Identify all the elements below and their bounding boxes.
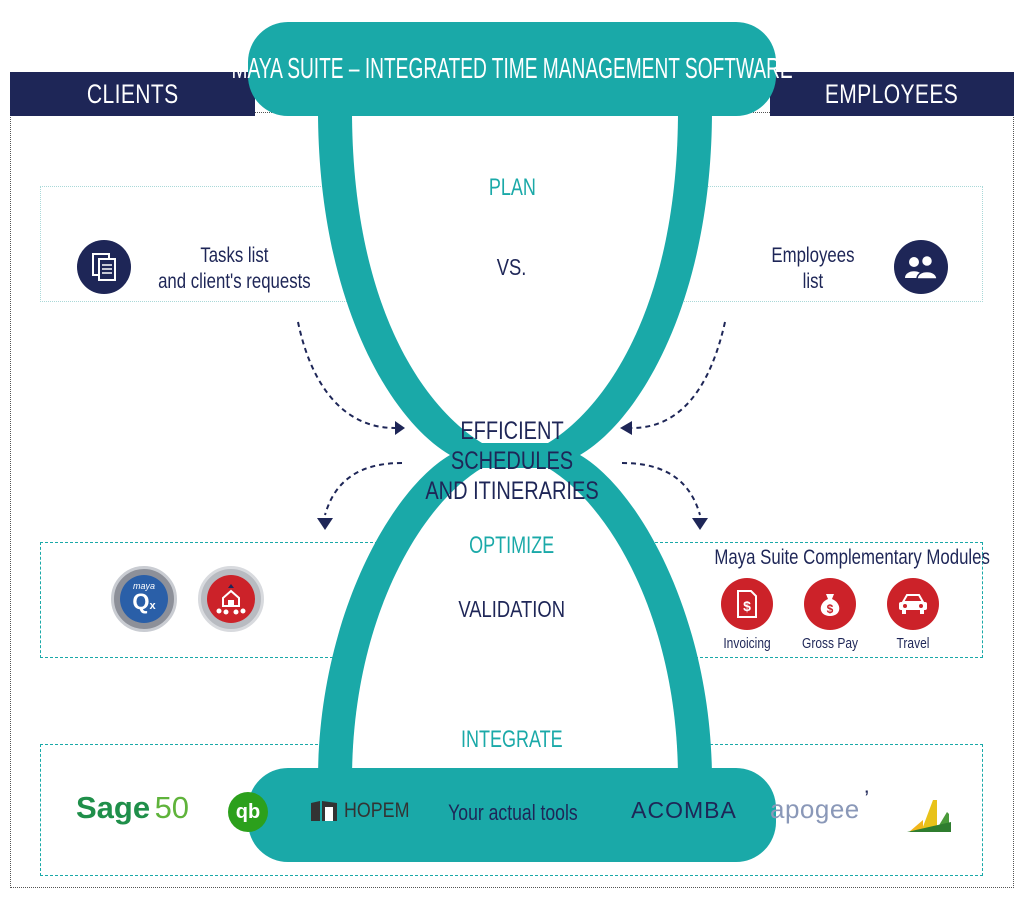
- maya-qx-inner: maya Qx: [120, 575, 168, 623]
- hopem-mark-icon: [311, 801, 337, 821]
- tasks-text-wrap: Tasks list and client's requests: [130, 243, 338, 295]
- actual-tools-wrap: Your actual tools: [432, 800, 592, 826]
- arrow-left-out: [324, 462, 403, 516]
- integrate-label: INTEGRATE: [450, 726, 574, 754]
- employees-text-wrap: Employees list: [752, 243, 874, 295]
- arrow-right-in: [631, 321, 726, 429]
- clients-bar: CLIENTS: [10, 72, 255, 116]
- employees-label: EMPLOYEES: [825, 79, 959, 109]
- arrow-right-out-head: [692, 518, 708, 530]
- validation-wrap: VALIDATION: [432, 596, 592, 622]
- car-icon: [887, 578, 939, 630]
- module-label-invoicing: Invoicing: [723, 635, 771, 652]
- sage-logo: Sage 50: [76, 790, 189, 826]
- main-title: MAYA SUITE – INTEGRATED TIME MANAGEMENT …: [231, 52, 793, 85]
- dynamics-logo: [905, 792, 953, 839]
- employees-bar: EMPLOYEES: [770, 72, 1014, 116]
- schedule-logo-inner: [207, 575, 255, 623]
- optimize-label-wrap: OPTIMIZE: [412, 532, 612, 560]
- employees-list-text: Employees list: [771, 243, 854, 295]
- arrow-left-in-head: [395, 421, 405, 435]
- hourglass-top-cap: [248, 22, 776, 116]
- sage-word: Sage: [76, 790, 151, 825]
- apogee-logo: apogee ’: [770, 786, 869, 825]
- integrate-label-wrap: INTEGRATE: [412, 726, 612, 754]
- svg-text:$: $: [743, 598, 751, 614]
- sage-number: 50: [154, 790, 190, 825]
- apogee-text: apogee: [770, 794, 860, 824]
- modules-title-wrap: Maya Suite Complementary Modules: [680, 545, 989, 571]
- apogee-mark: ’: [864, 786, 870, 811]
- validation-text: VALIDATION: [458, 596, 566, 622]
- qx-text: Qx: [132, 588, 156, 617]
- money-bag-icon: $: [804, 578, 856, 630]
- hourglass-inner-bottom: [352, 468, 678, 780]
- tasks-line2: and client's requests: [157, 270, 311, 293]
- arrow-left-out-head: [317, 518, 333, 530]
- hourglass-inner: [352, 110, 678, 443]
- plan-label-wrap: PLAN: [412, 174, 612, 202]
- employees-line2: list: [802, 270, 824, 293]
- acomba-text: ACOMBA: [631, 797, 737, 823]
- users-icon: [894, 240, 948, 294]
- document-icon: [77, 240, 131, 294]
- maya-logo-text: maya: [132, 580, 155, 591]
- optimize-label: OPTIMIZE: [458, 532, 566, 560]
- module-label-gross-pay: Gross Pay: [801, 635, 859, 652]
- x-letter: x: [149, 599, 156, 612]
- hopem-text: HOPEM: [344, 799, 410, 822]
- dynamics-icon: [907, 800, 951, 832]
- center-line1: EFFICIENT SCHEDULES: [450, 417, 574, 475]
- hopem-logo: HOPEM: [310, 799, 421, 823]
- maya-qx-logo: maya Qx: [111, 566, 177, 632]
- arrow-left-in: [297, 321, 396, 429]
- actual-tools-text: Your actual tools: [448, 800, 578, 825]
- svg-text:$: $: [827, 602, 834, 616]
- invoice-icon: $: [721, 578, 773, 630]
- q-letter: Q: [132, 588, 150, 614]
- quickbooks-logo: qb: [228, 792, 268, 832]
- modules-title: Maya Suite Complementary Modules: [714, 546, 990, 569]
- acomba-logo: ACOMBA: [624, 797, 744, 824]
- arrow-right-out: [621, 462, 701, 516]
- hourglass-bottom-cap: [248, 768, 776, 862]
- clients-label: CLIENTS: [86, 79, 179, 109]
- vs-text: VS.: [497, 254, 527, 280]
- vs-text-wrap: VS.: [462, 254, 562, 280]
- plan-label: PLAN: [477, 174, 547, 202]
- arrow-right-in-head: [620, 421, 632, 435]
- center-line2: AND ITINERARIES: [425, 477, 599, 505]
- module-label-travel: Travel: [896, 635, 930, 652]
- tasks-line1: Tasks list: [199, 244, 269, 267]
- qb-text: qb: [235, 800, 261, 823]
- main-title-wrap: MAYA SUITE – INTEGRATED TIME MANAGEMENT …: [231, 22, 792, 116]
- tasks-text: Tasks list and client's requests: [158, 243, 311, 295]
- employees-line1: Employees: [771, 244, 855, 267]
- schedule-logo: [198, 566, 264, 632]
